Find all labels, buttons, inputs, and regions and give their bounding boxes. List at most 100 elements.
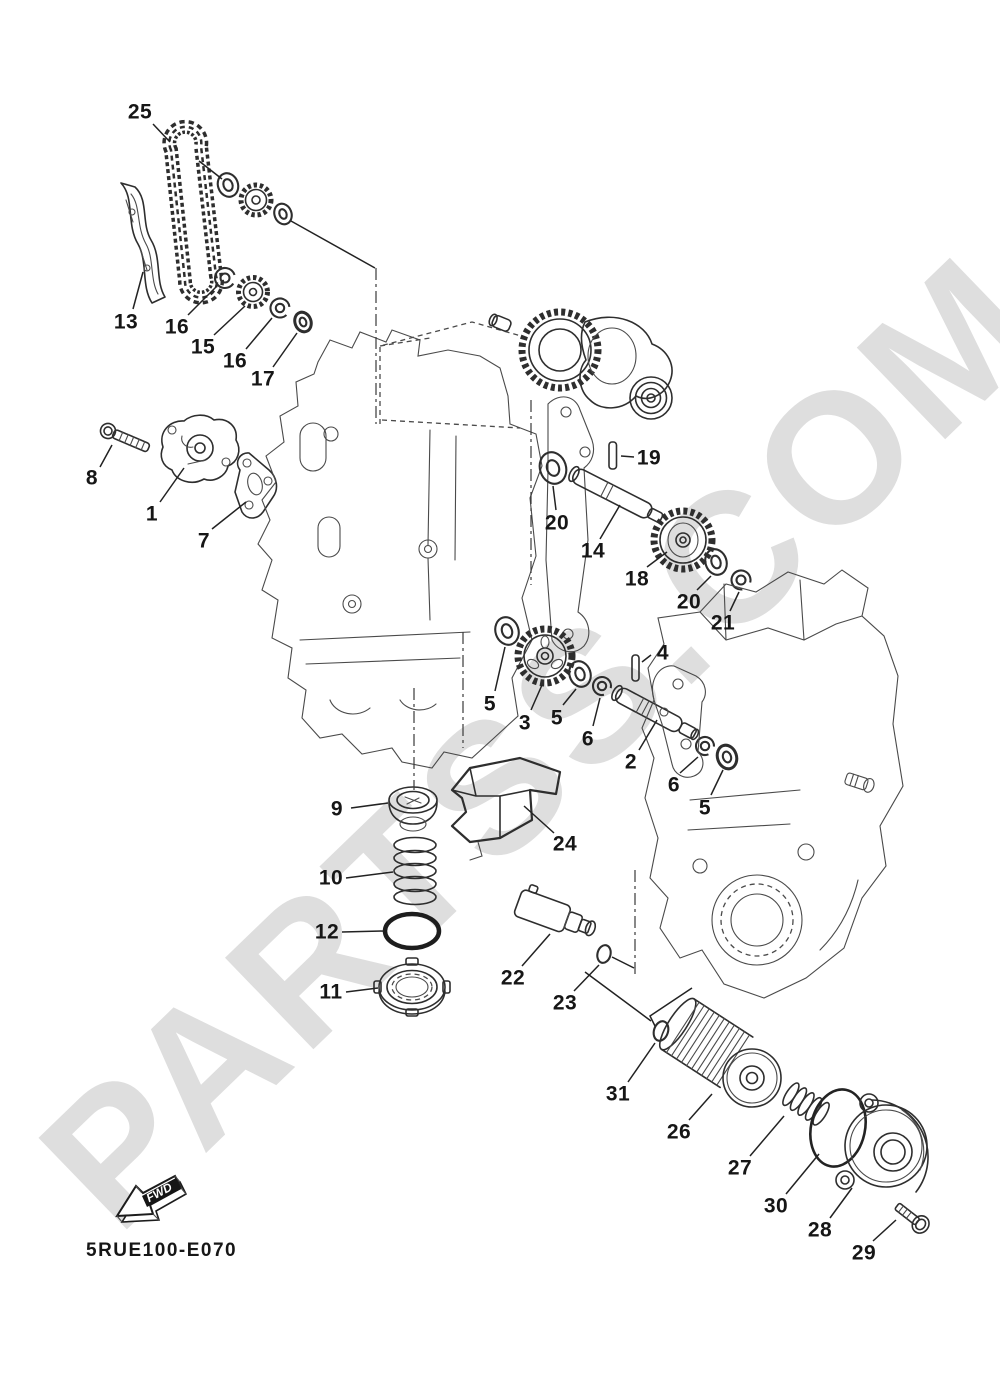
part-callout-3: 3 [519,712,531,735]
fwd-arrow-band [142,1178,181,1207]
callout-leader-9 [350,802,389,809]
cam-chain-drawing [162,119,224,305]
crankcase-right-drawing [641,569,904,999]
callout-leader-11 [345,987,379,993]
spring-10 [393,836,437,906]
relief-valve-drawing [513,884,612,964]
circlip-21 [730,569,752,591]
oil-filter-group-drawing [584,971,930,1234]
callout-leader-16 [187,285,218,316]
callout-leader-16 [245,317,273,350]
baffle-plate-drawing [450,756,562,861]
part-callout-18: 18 [625,568,649,591]
part-callout-5: 5 [484,693,496,716]
o-ring-30 [809,1088,867,1168]
part-callout-23: 23 [553,992,577,1015]
part-callout-6: 6 [582,728,594,751]
callout-leader-20 [696,575,712,591]
assembly-axis-lines [375,268,636,976]
callout-leader-19 [620,455,635,458]
bolt-29 [894,1202,930,1234]
part-callout-31: 31 [606,1083,630,1106]
fwd-arrow: FWD [115,1174,188,1223]
part-callout-11: 11 [319,981,342,1004]
callout-leader-6 [592,697,601,727]
callout-leader-25 [152,123,171,143]
strainer-cap-11 [373,957,451,1017]
part-callout-7: 7 [198,530,210,553]
callout-leader-23 [573,964,600,992]
part-callout-10: 10 [319,867,343,890]
callout-leader-13 [132,271,144,310]
pump-gasket-drawing [234,452,278,519]
part-callout-9: 9 [331,798,343,821]
callout-leader-29 [872,1219,897,1242]
callout-leader-5 [494,646,506,692]
callout-leader-7 [211,501,247,530]
o-ring-31 [652,1020,670,1042]
callout-leader-8 [99,444,113,468]
callout-leader-4 [641,654,652,663]
balancer-assembly-drawing [488,308,673,420]
filter-cover-28 [835,1093,929,1193]
part-callout-13: 13 [114,311,138,334]
callout-leader-3 [530,684,543,711]
part-callout-5: 5 [551,707,563,730]
pump-driven-shaft-group [538,441,752,591]
part-callout-14: 14 [581,540,605,563]
filter-element-26 [658,997,754,1089]
part-callout-29: 29 [852,1242,876,1265]
part-callout-19: 19 [637,447,661,470]
o-ring-23 [596,944,612,964]
strainer-group-drawing [373,786,451,1017]
part-callout-16: 16 [223,350,247,373]
part-callout-5: 5 [699,797,711,820]
part-callout-22: 22 [501,967,525,990]
sprocket-group-lower [213,266,313,334]
callout-leader-10 [345,871,394,879]
callout-leader-31 [627,1042,656,1083]
part-callout-21: 21 [711,612,735,635]
chain-guide-drawing [120,182,166,304]
callout-leader-18 [646,551,668,568]
callout-leader-20 [552,485,557,511]
part-callout-8: 8 [86,467,98,490]
bolt-8-drawing [99,422,151,453]
part-callout-6: 6 [668,774,680,797]
callout-leader-21 [729,591,740,612]
part-callout-24: 24 [553,833,577,856]
callout-leader-17 [272,332,298,368]
part-callout-27: 27 [728,1157,752,1180]
sprocket-group-top [198,160,376,269]
part-callout-28: 28 [808,1219,832,1242]
callout-leader-30 [785,1153,820,1195]
part-callout-26: 26 [667,1121,691,1144]
callout-leader-22 [521,933,551,967]
part-callout-12: 12 [315,921,339,944]
part-callout-20: 20 [677,591,701,614]
callout-leader-5 [562,688,577,706]
callout-leader-6 [679,756,699,774]
part-callout-4: 4 [657,642,669,665]
callout-leader-15 [213,305,246,336]
callout-leader-1 [159,467,185,503]
callout-leader-12 [341,930,385,933]
callout-leader-5 [710,769,724,796]
callout-leader-14 [599,504,621,540]
part-callout-17: 17 [251,368,275,391]
diagram-code: 5RUE100-E070 [86,1240,237,1261]
part-callout-30: 30 [764,1195,788,1218]
pump-drive-gear-group [494,616,739,771]
callout-leader-28 [829,1187,853,1219]
o-ring-12 [382,911,442,951]
oil-pump-drawing [160,414,240,483]
part-callout-20: 20 [545,512,569,535]
diagram-line-art [99,119,930,1234]
part-callout-1: 1 [146,503,158,526]
callout-leader-2 [638,719,658,751]
dowel-pin-19 [608,441,618,470]
part-callout-16: 16 [165,316,189,339]
